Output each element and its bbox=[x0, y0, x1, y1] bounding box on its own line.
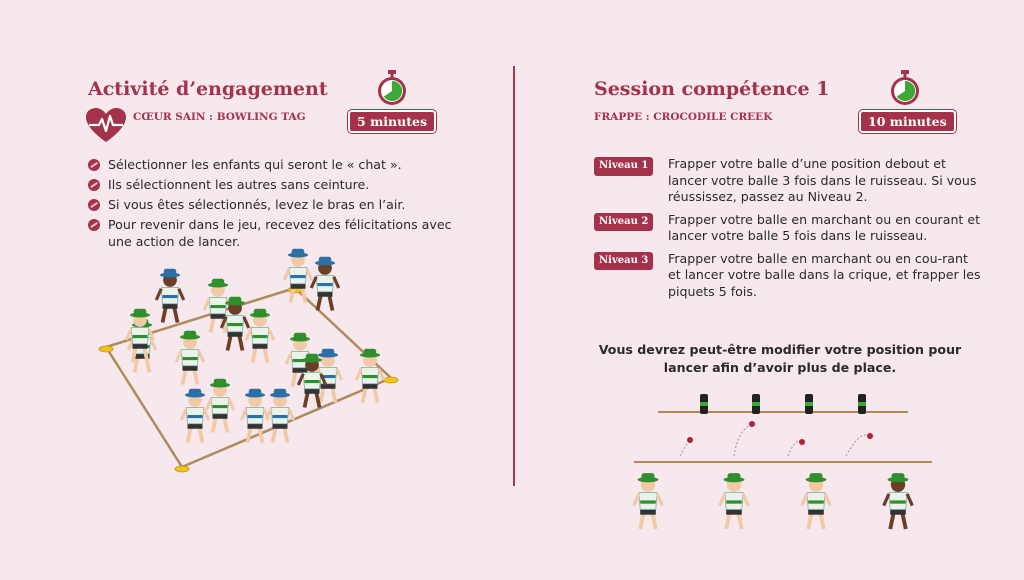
left-title: Activité d’engagement bbox=[88, 78, 328, 100]
left-bullet-list: Sélectionner les enfants qui seront le «… bbox=[88, 156, 468, 253]
child-figure bbox=[282, 248, 314, 303]
ball-trajectories bbox=[679, 423, 871, 457]
balls bbox=[687, 421, 873, 445]
right-timer: 10 minutes bbox=[859, 70, 956, 133]
child-figure bbox=[204, 378, 236, 433]
child-figure bbox=[239, 388, 271, 443]
child-figure bbox=[219, 296, 251, 351]
level-tag: Niveau 1 bbox=[594, 157, 654, 176]
ball-icon bbox=[88, 179, 100, 191]
child-figure bbox=[312, 348, 344, 403]
level-text: Frapper votre balle en marchant ou en co… bbox=[668, 211, 981, 244]
left-timer: 5 minutes bbox=[346, 70, 438, 133]
left-timer-badge: 5 minutes bbox=[348, 110, 436, 133]
list-item: Sélectionner les enfants qui seront le «… bbox=[88, 156, 468, 173]
stopwatch-icon bbox=[891, 70, 919, 105]
child-figure bbox=[124, 308, 156, 363]
pins bbox=[700, 394, 866, 414]
child-figure bbox=[179, 388, 211, 443]
ball-icon bbox=[88, 219, 100, 231]
list-item: Ils sélectionnent les autres sans ceintu… bbox=[88, 176, 468, 193]
level-list: Niveau 1 Frapper votre balle d’une posit… bbox=[594, 156, 984, 306]
child-figure bbox=[202, 278, 234, 333]
child-figure bbox=[800, 473, 832, 530]
crocodile-creek-illustration bbox=[632, 394, 932, 530]
child-figure bbox=[154, 268, 186, 323]
level-item: Niveau 1 Frapper votre balle d’une posit… bbox=[594, 156, 984, 206]
heart-pulse-icon bbox=[86, 108, 126, 142]
panel-divider bbox=[513, 66, 515, 486]
child-figure bbox=[264, 388, 296, 443]
position-note: Vous devrez peut-être modifier votre pos… bbox=[598, 342, 962, 375]
child-figure bbox=[354, 348, 386, 403]
child-figure bbox=[296, 353, 328, 408]
child-figure bbox=[174, 330, 206, 385]
level-item: Niveau 2 Frapper votre balle en marchant… bbox=[594, 212, 984, 245]
bowling-tag-field-illustration bbox=[98, 248, 399, 473]
right-timer-badge: 10 minutes bbox=[859, 110, 956, 133]
right-subtitle: FRAPPE : CROCODILE CREEK bbox=[594, 111, 773, 123]
child-figure bbox=[718, 473, 750, 530]
level-tag: Niveau 2 bbox=[594, 212, 654, 231]
child-figure bbox=[244, 308, 276, 363]
child-figure bbox=[882, 473, 914, 530]
level-text: Frapper votre balle en marchant ou en co… bbox=[668, 250, 981, 299]
list-item: Pour revenir dans le jeu, recevez des fé… bbox=[88, 216, 468, 250]
stopwatch-icon bbox=[378, 70, 406, 105]
ball-icon bbox=[88, 199, 100, 211]
right-title: Session compétence 1 bbox=[594, 78, 830, 100]
child-figure bbox=[309, 256, 341, 311]
ball-icon bbox=[88, 159, 100, 171]
list-item: Si vous êtes sélectionnés, levez le bras… bbox=[88, 196, 468, 213]
level-item: Niveau 3 Frapper votre balle en marchant… bbox=[594, 251, 984, 301]
child-figure bbox=[632, 473, 664, 530]
level-tag: Niveau 3 bbox=[594, 251, 654, 270]
level-text: Frapper votre balle d’une position debou… bbox=[668, 156, 977, 204]
left-subtitle: CŒUR SAIN : BOWLING TAG bbox=[133, 111, 306, 123]
